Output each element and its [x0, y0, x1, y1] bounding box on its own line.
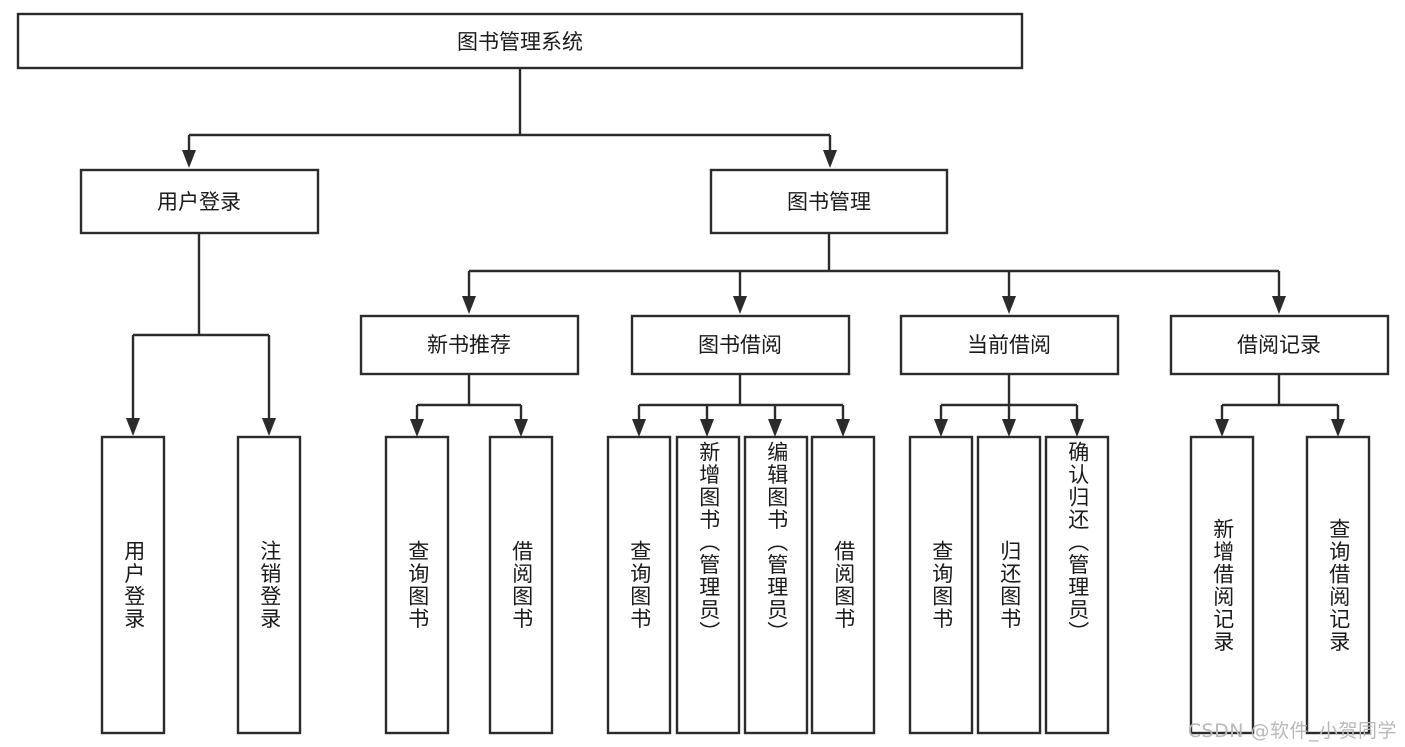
- arrow-bb-2: [700, 419, 714, 437]
- node-new-book-recommend-box[interactable]: [359, 314, 580, 376]
- arrow-bb-1: [632, 419, 646, 437]
- leaf-box-user-login[interactable]: [100, 435, 166, 735]
- node-book-borrow-label: 图书借阅: [698, 333, 782, 357]
- leaf-box-cb-confirm-return[interactable]: [1044, 435, 1110, 735]
- arrow-level2-2: [823, 150, 837, 168]
- arrow-cb-3: [1070, 419, 1084, 437]
- arrow-bb-4: [836, 419, 850, 437]
- node-book-borrow-box[interactable]: [630, 314, 851, 376]
- arrow-nbr-2: [514, 419, 528, 437]
- node-book-manage-label: 图书管理: [787, 190, 871, 214]
- leaf-box-cb-query-book[interactable]: [908, 435, 974, 735]
- node-root-box[interactable]: [16, 12, 1024, 70]
- arrow-level3-4: [1272, 296, 1286, 314]
- arrow-br-2: [1331, 419, 1345, 437]
- node-borrow-record-label: 借阅记录: [1237, 333, 1321, 357]
- arrow-cb-2: [1002, 419, 1016, 437]
- arrow-user-login-2: [262, 418, 276, 436]
- leaf-box-bb-borrow-book[interactable]: [810, 435, 876, 735]
- leaf-box-logout[interactable]: [236, 435, 302, 735]
- node-borrow-record-box[interactable]: [1169, 314, 1390, 376]
- arrow-level2-1: [182, 150, 196, 168]
- arrow-level3-1: [462, 296, 476, 314]
- leaf-box-bb-add-book[interactable]: [675, 435, 741, 735]
- node-user-login-label: 用户登录: [157, 190, 241, 214]
- leaf-box-cb-return-book[interactable]: [976, 435, 1042, 735]
- arrow-nbr-1: [410, 419, 424, 437]
- leaf-box-nbr-query-book[interactable]: [384, 435, 450, 735]
- leaf-box-br-add-record[interactable]: [1189, 435, 1255, 735]
- arrow-user-login-1: [126, 418, 140, 436]
- leaf-box-bb-edit-book[interactable]: [743, 435, 809, 735]
- node-current-borrow-label: 当前借阅: [967, 333, 1051, 357]
- arrow-br-1: [1215, 419, 1229, 437]
- node-current-borrow-box[interactable]: [899, 314, 1120, 376]
- arrow-level3-2: [733, 296, 747, 314]
- node-new-book-recommend-label: 新书推荐: [427, 333, 511, 357]
- node-book-manage-box[interactable]: [709, 168, 949, 235]
- arrow-bb-3: [768, 419, 782, 437]
- arrow-level3-3: [1002, 296, 1016, 314]
- node-root-label: 图书管理系统: [457, 30, 583, 54]
- watermark-text: CSDN @软件_小贺同学: [1187, 720, 1397, 742]
- leaf-box-bb-query-book[interactable]: [606, 435, 672, 735]
- arrow-cb-1: [934, 419, 948, 437]
- leaf-box-br-query-record[interactable]: [1305, 435, 1371, 735]
- leaf-box-nbr-borrow-book[interactable]: [488, 435, 554, 735]
